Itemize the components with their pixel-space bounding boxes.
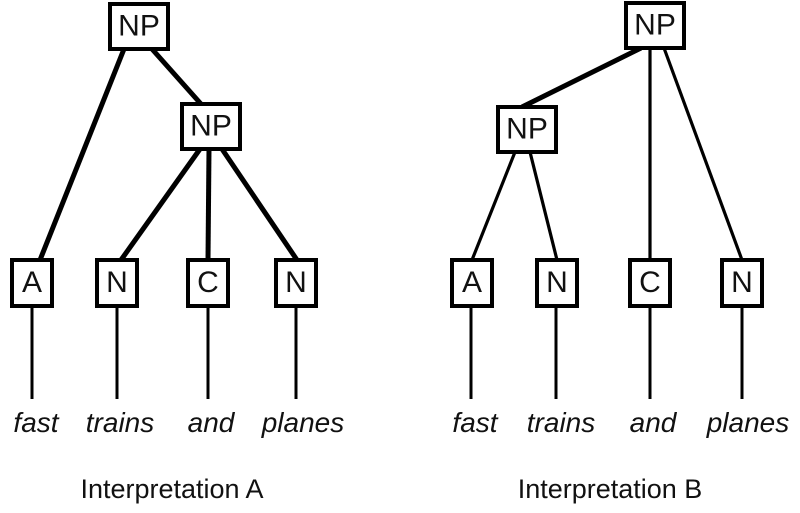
node-label: A [462, 266, 482, 299]
node-label: NP [118, 9, 160, 42]
branch-edge [528, 151, 559, 261]
node-label: N [106, 266, 128, 299]
node-box [180, 102, 242, 151]
branch-edge [662, 47, 744, 261]
branch-edge [219, 147, 300, 262]
node-label: C [197, 266, 219, 299]
node-box [496, 105, 558, 154]
node-label: NP [506, 112, 548, 145]
terminal-word: fast [13, 407, 59, 438]
node-box [108, 2, 170, 51]
node-box [624, 1, 686, 50]
node-label: NP [634, 8, 676, 41]
node-box [720, 258, 764, 308]
terminal-word: planes [261, 407, 345, 438]
node-box [628, 258, 672, 308]
terminal-word: fast [452, 407, 498, 438]
node-a-pos-a[interactable]: A [10, 258, 54, 308]
node-label: NP [190, 109, 232, 142]
node-box [450, 258, 494, 308]
node-label: N [285, 266, 307, 299]
tree-caption: Interpretation B [518, 474, 703, 504]
branch-edge [470, 151, 517, 261]
node-box [535, 258, 579, 308]
node-box [10, 258, 54, 308]
node-a-pos-c[interactable]: C [186, 258, 230, 308]
tree-caption: Interpretation A [80, 474, 263, 504]
branch-edge [205, 148, 212, 261]
node-label: A [22, 266, 42, 299]
node-b-pos-a[interactable]: A [450, 258, 494, 308]
terminal-word: trains [527, 407, 595, 438]
node-b-pos-n1[interactable]: N [535, 258, 579, 308]
node-label: C [639, 266, 661, 299]
node-box [95, 258, 139, 308]
node-a-pos-n1[interactable]: N [95, 258, 139, 308]
node-a-inner-np[interactable]: NP [180, 102, 242, 151]
node-b-pos-n2[interactable]: N [720, 258, 764, 308]
branch-edge [37, 48, 127, 261]
node-b-pos-c[interactable]: C [628, 258, 672, 308]
node-b-root-np[interactable]: NP [624, 1, 686, 50]
node-b-inner-np[interactable]: NP [496, 105, 558, 154]
terminal-word: planes [706, 407, 790, 438]
node-label: N [546, 266, 568, 299]
branch-edge [150, 47, 203, 106]
terminal-word: and [188, 407, 236, 438]
node-label: N [731, 266, 753, 299]
terminal-word: trains [86, 407, 154, 438]
terminal-word: and [630, 407, 678, 438]
branch-edge [118, 147, 203, 262]
node-box [186, 258, 230, 308]
node-a-root-np[interactable]: NP [108, 2, 170, 51]
node-a-pos-n2[interactable]: N [274, 258, 318, 308]
branch-edge [520, 45, 643, 110]
node-box [274, 258, 318, 308]
